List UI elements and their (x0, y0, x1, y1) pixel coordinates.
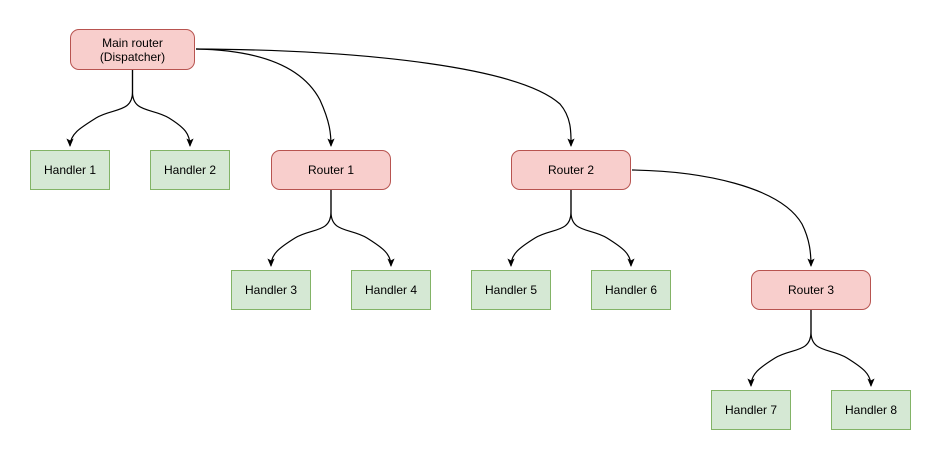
node-handler-5-label: Handler 5 (484, 283, 538, 297)
edge-router-2-to-handler-5 (507, 190, 572, 267)
node-handler-2-label: Handler 2 (163, 163, 217, 177)
node-handler-6[interactable]: Handler 6 (591, 270, 671, 310)
edge-router-1-to-handler-4 (330, 190, 395, 267)
edge-router-2-to-handler-6 (570, 190, 635, 267)
node-handler-8[interactable]: Handler 8 (831, 390, 911, 430)
node-handler-3-label: Handler 3 (244, 283, 298, 297)
edge-main-router-to-router-1 (195, 48, 335, 147)
node-main-router-label: Main router (Dispatcher) (99, 35, 166, 64)
node-router-3[interactable]: Router 3 (751, 270, 871, 310)
node-handler-6-label: Handler 6 (604, 283, 658, 297)
edge-router-3-to-handler-7 (747, 310, 812, 387)
node-handler-2[interactable]: Handler 2 (150, 150, 230, 190)
edge-router-2-to-router-3 (631, 169, 815, 267)
edge-router-1-to-handler-3 (267, 190, 332, 267)
edge-router-3-to-handler-8 (810, 310, 875, 387)
node-router-3-label: Router 3 (787, 283, 835, 297)
node-handler-7[interactable]: Handler 7 (711, 390, 791, 430)
edge-main-router-to-handler-1 (66, 70, 134, 147)
node-router-1[interactable]: Router 1 (271, 150, 391, 190)
node-main-router[interactable]: Main router (Dispatcher) (70, 29, 195, 70)
node-handler-8-label: Handler 8 (844, 403, 898, 417)
node-handler-7-label: Handler 7 (724, 403, 778, 417)
node-handler-5[interactable]: Handler 5 (471, 270, 551, 310)
node-handler-3[interactable]: Handler 3 (231, 270, 311, 310)
node-handler-1-label: Handler 1 (43, 163, 97, 177)
node-router-1-label: Router 1 (307, 163, 355, 177)
node-handler-1[interactable]: Handler 1 (30, 150, 110, 190)
node-handler-4-label: Handler 4 (364, 283, 418, 297)
node-handler-4[interactable]: Handler 4 (351, 270, 431, 310)
node-router-2-label: Router 2 (547, 163, 595, 177)
node-router-2[interactable]: Router 2 (511, 150, 631, 190)
edge-main-router-to-handler-2 (131, 70, 194, 147)
edge-main-router-to-router-2 (195, 48, 575, 147)
